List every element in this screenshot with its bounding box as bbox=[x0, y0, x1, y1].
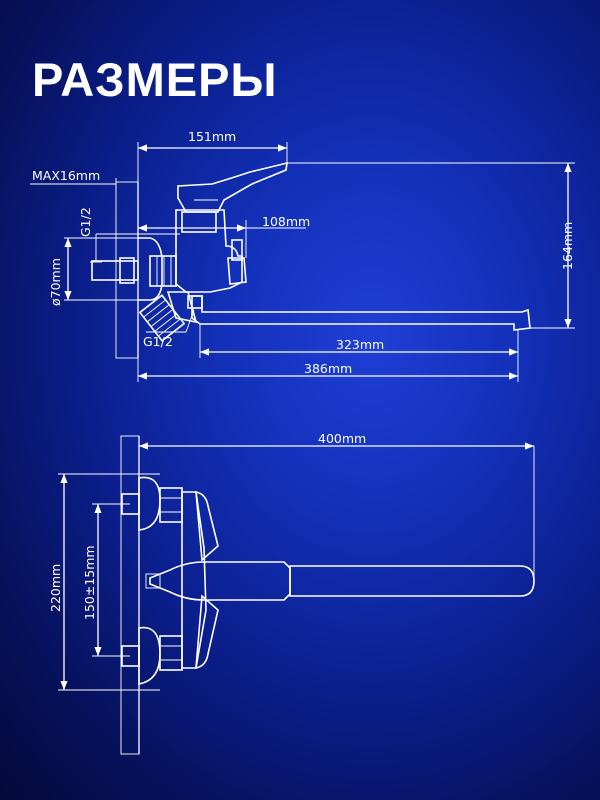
dim-total-front: 400mm bbox=[318, 431, 366, 446]
dim-height: 164mm bbox=[560, 222, 575, 270]
side-view: 151mm MAX16mm G1/2 ø70mm 108mm 164mm G1/… bbox=[30, 129, 575, 382]
dim-depth: 108mm bbox=[262, 214, 310, 229]
dim-thread-top: G1/2 bbox=[78, 207, 93, 237]
dim-width-top: 151mm bbox=[188, 129, 236, 144]
dim-thread-bottom: G1/2 bbox=[143, 334, 173, 349]
dim-spout: 323mm bbox=[336, 337, 384, 352]
dim-center-distance: 150±15mm bbox=[82, 545, 97, 620]
dim-flange: ø70mm bbox=[48, 258, 63, 306]
page-title: РАЗМЕРЫ bbox=[32, 53, 278, 106]
wall-hatch bbox=[120, 435, 140, 755]
front-view: 400mm 220mm 150±15mm bbox=[48, 431, 535, 755]
dim-wall-max: MAX16mm bbox=[32, 168, 100, 183]
dim-total-side: 386mm bbox=[304, 361, 352, 376]
dim-height-front: 220mm bbox=[48, 564, 63, 612]
